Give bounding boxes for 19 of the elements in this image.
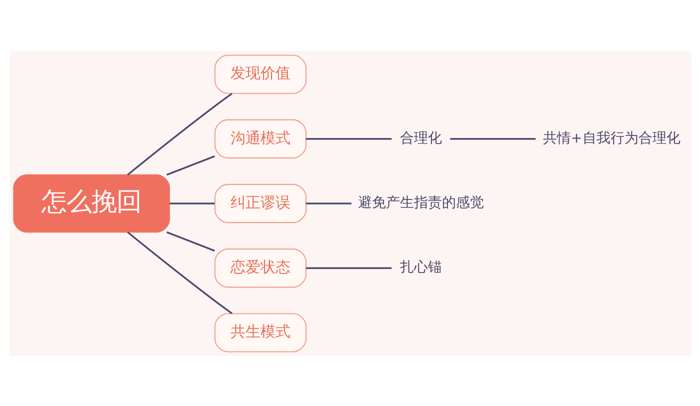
node-text: 避免产生指责的感觉 [357,194,484,211]
node-box: 怎么挽回 [12,174,170,232]
connector [306,266,392,268]
connector [126,230,232,314]
node-box: 纠正谬误 [214,183,306,223]
node-text: 扎心锚 [399,259,442,276]
node-box: 发现价值 [214,54,306,94]
node-text: 共情+自我行为合理化 [542,130,680,146]
node-box: 沟通模式 [214,118,306,158]
connector [450,138,536,140]
node-box: 共生模式 [214,312,306,352]
node-text: 合理化 [399,130,442,146]
connector [169,202,214,204]
connector [306,202,351,204]
connector [306,138,392,140]
connector [166,154,215,176]
node-box: 恋爱状态 [214,248,306,288]
connector [126,92,232,176]
connector [166,230,215,252]
